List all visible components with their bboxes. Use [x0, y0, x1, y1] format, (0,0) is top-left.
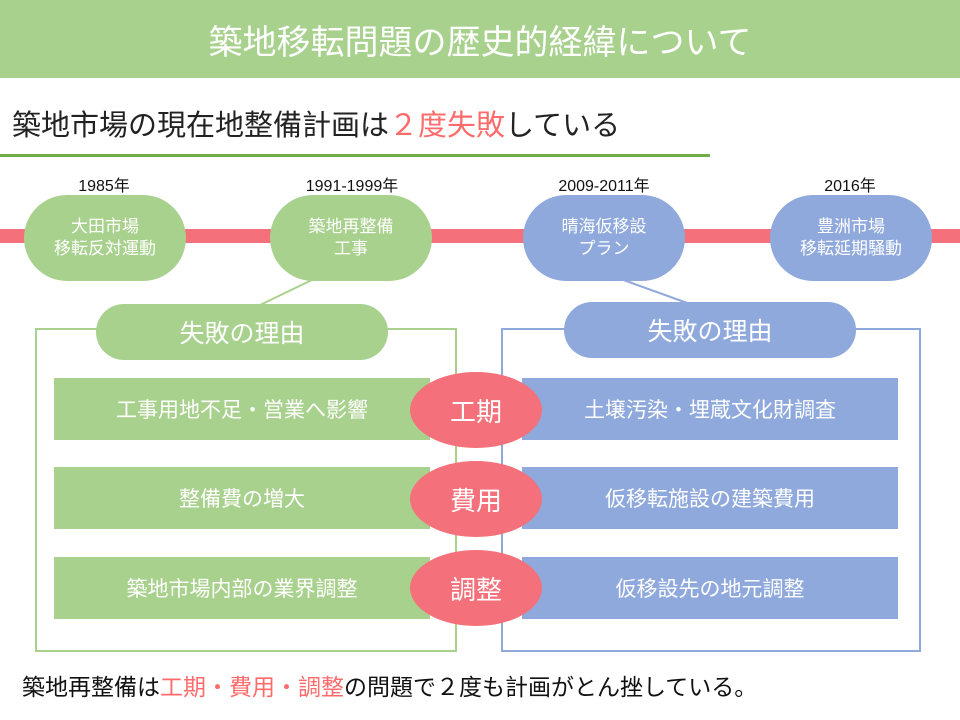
row-3-left: 築地市場内部の業界調整: [54, 557, 430, 619]
event-1-line1: 大田市場: [71, 216, 139, 237]
row-1-left: 工事用地不足・営業へ影響: [54, 378, 430, 440]
row-2-left: 整備費の増大: [54, 467, 430, 529]
conclusion-sep-2: ・: [275, 675, 298, 701]
event-1-line2: 移転反対運動: [54, 239, 156, 259]
row-1-right: 土壌汚染・埋蔵文化財調査: [522, 378, 898, 440]
timeline-line: [0, 229, 960, 243]
conclusion-term-1: 工期: [160, 675, 206, 701]
timeline-year-4: 2016年: [824, 178, 876, 195]
subtitle-suffix: している: [505, 108, 621, 142]
connector-right: [617, 277, 691, 305]
subtitle: 築地市場の現在地整備計画は２度失敗している: [12, 102, 620, 144]
row-3-right: 仮移設先の地元調整: [522, 557, 898, 619]
conclusion-part-b: の問題で２度も計画がとん挫している。: [344, 675, 758, 701]
reason-label-right: 失敗の理由: [564, 302, 856, 358]
event-3-line2: プラン: [578, 239, 630, 259]
event-2-line2: 工事: [334, 239, 368, 259]
timeline-year-1: 1985年: [78, 178, 130, 195]
conclusion-sep-1: ・: [206, 675, 229, 701]
row-2-right: 仮移転施設の建築費用: [522, 467, 898, 529]
category-bubble-2: 費用: [410, 461, 542, 537]
event-4-line1: 豊洲市場: [817, 216, 885, 237]
conclusion-term-3: 調整: [298, 675, 344, 701]
page-title: 築地移転問題の歴史的経緯について: [208, 22, 752, 63]
subtitle-underline: [0, 154, 710, 157]
conclusion-part-a: 築地再整備は: [22, 675, 160, 701]
conclusion-text: 築地再整備は工期・費用・調整の問題で２度も計画がとん挫している。: [22, 668, 757, 702]
category-bubble-3: 調整: [410, 550, 542, 626]
category-bubble-1: 工期: [410, 372, 542, 448]
conclusion-term-2: 費用: [229, 675, 275, 701]
subtitle-highlight: ２度失敗: [389, 108, 506, 142]
timeline-event-4: 豊洲市場移転延期騒動: [770, 195, 932, 281]
reason-label-left: 失敗の理由: [96, 304, 388, 360]
connector-left: [257, 277, 317, 307]
timeline-event-1: 大田市場移転反対運動: [24, 195, 186, 281]
timeline-event-3: 晴海仮移設プラン: [523, 195, 685, 281]
event-3-line1: 晴海仮移設: [561, 216, 647, 237]
event-4-line2: 移転延期騒動: [800, 239, 902, 259]
title-bar: 築地移転問題の歴史的経緯について: [0, 0, 960, 78]
timeline-event-2: 築地再整備工事: [270, 195, 432, 281]
timeline-year-3: 2009-2011年: [558, 178, 650, 195]
subtitle-prefix: 築地市場の現在地整備計画は: [12, 108, 390, 142]
event-2-line1: 築地再整備: [308, 216, 394, 237]
timeline-year-2: 1991-1999年: [305, 178, 399, 195]
